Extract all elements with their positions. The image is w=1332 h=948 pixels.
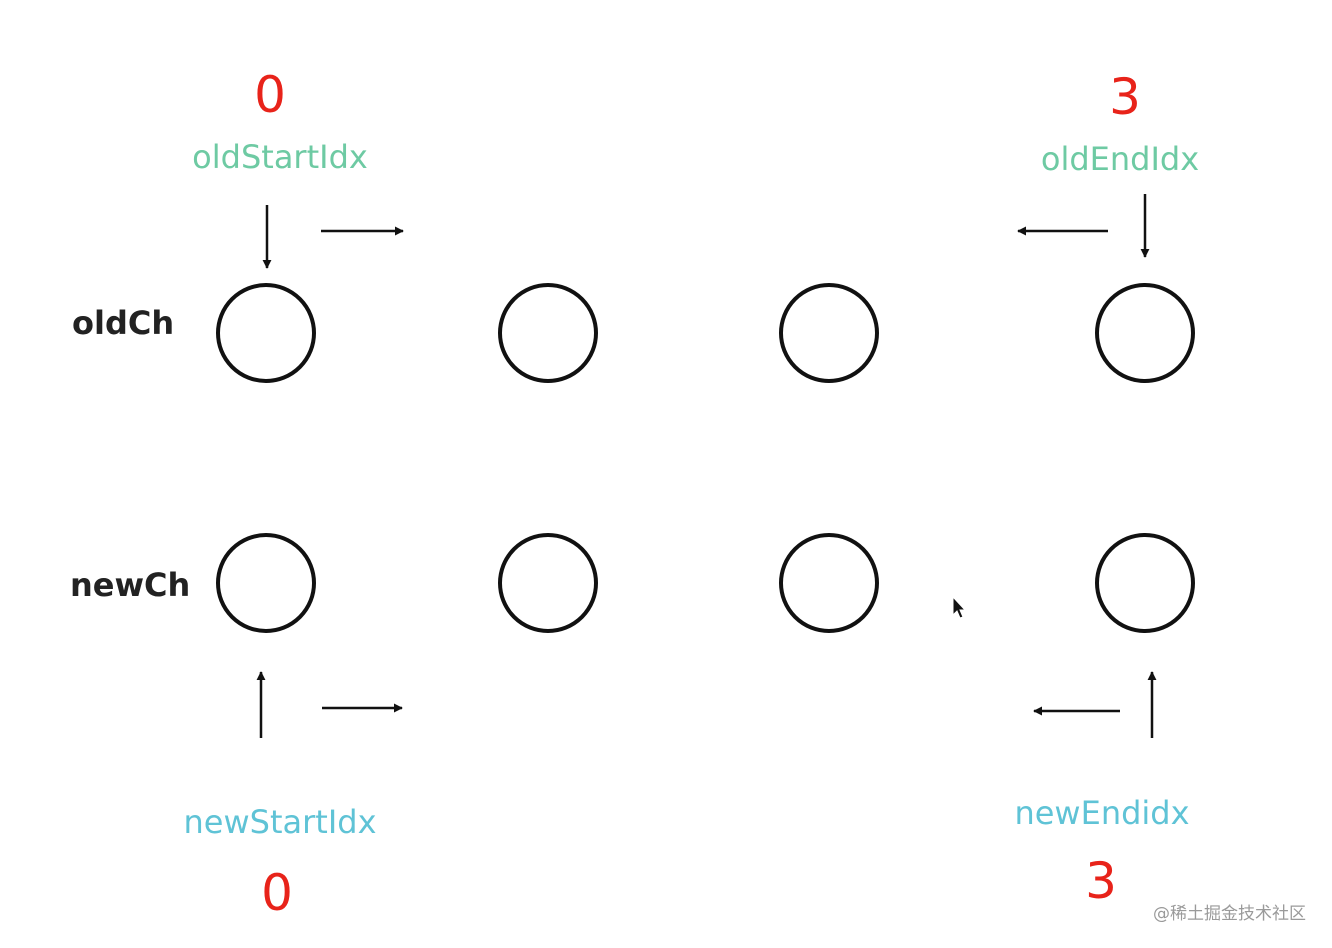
- watermark: @稀土掘金技术社区: [1153, 904, 1306, 924]
- old-child-node-0: [216, 283, 316, 383]
- old-start-index-label: oldStartIdx: [192, 138, 368, 176]
- new-child-node-3: [1095, 533, 1195, 633]
- new-start-index-label: newStartIdx: [184, 803, 377, 841]
- old-child-node-1: [498, 283, 598, 383]
- new-end-index-value: 3: [1085, 852, 1117, 910]
- old-end-index-label: oldEndIdx: [1041, 140, 1199, 178]
- new-child-node-2: [779, 533, 879, 633]
- old-children-row-label: oldCh: [72, 304, 174, 342]
- old-start-index-value: 0: [254, 66, 286, 124]
- old-end-index-value: 3: [1109, 68, 1141, 126]
- new-child-node-0: [216, 533, 316, 633]
- new-start-index-value: 0: [261, 864, 293, 922]
- new-end-index-label: newEndidx: [1014, 794, 1189, 832]
- old-child-node-3: [1095, 283, 1195, 383]
- old-child-node-2: [779, 283, 879, 383]
- new-child-node-1: [498, 533, 598, 633]
- new-children-row-label: newCh: [70, 566, 190, 604]
- mouse-cursor-icon: [952, 595, 967, 619]
